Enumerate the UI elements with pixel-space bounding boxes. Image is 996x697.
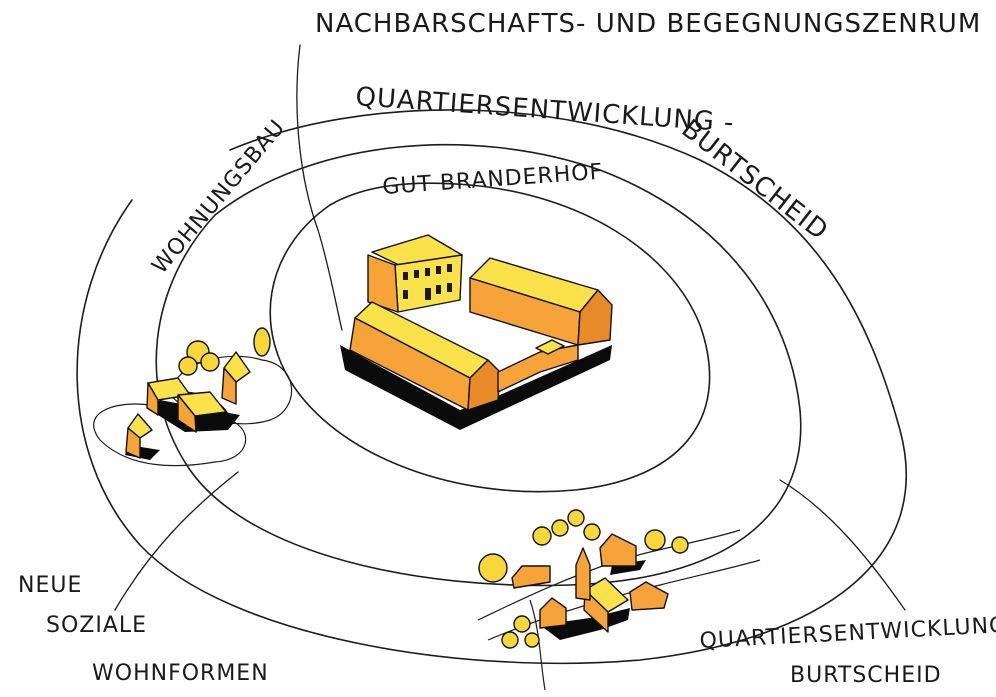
- diagram-labels: NACHBARSCHAFTS- UND BEGEGNUNGSZENRUM QUA…: [18, 9, 996, 688]
- house-r1: [539, 597, 567, 629]
- trees-left: [178, 327, 271, 376]
- label-right-bottom-2: BURTSCHEID: [790, 663, 942, 688]
- manor-house-windows: [403, 264, 452, 300]
- house-r2: [511, 565, 551, 589]
- label-left-bottom-3: WOHNFORMEN: [92, 661, 269, 686]
- leader-top-to-center: [296, 44, 343, 331]
- house-b-wall: [177, 394, 197, 433]
- gate-roof: [535, 339, 565, 355]
- label-right-bottom-1: QUARTIERSENTWICKLUNG: [699, 613, 996, 654]
- label-left-bottom-1: NEUE: [18, 573, 82, 598]
- road-c: [529, 599, 546, 691]
- housing-cluster-left: [93, 327, 293, 467]
- neighborhood-cluster-right: [477, 509, 761, 691]
- ring-middle: [155, 143, 802, 587]
- gate-wall: [497, 344, 579, 393]
- courtyard: [420, 312, 422, 314]
- house-r4: [629, 581, 669, 611]
- label-core: GUT BRANDERHOF: [382, 160, 604, 200]
- ring-inner: [269, 182, 711, 493]
- house-r3: [599, 533, 637, 567]
- east-barn-gable: [577, 289, 613, 346]
- leader-lines: [114, 44, 906, 611]
- label-inner-ring-left: WOHNUNGSBAU: [147, 115, 290, 279]
- label-top-center: NACHBARSCHAFTS- UND BEGEGNUNGSZENRUM: [315, 9, 981, 39]
- trees-right: [478, 509, 689, 649]
- label-left-bottom-2: SOZIALE: [46, 613, 147, 638]
- leader-right-bottom: [779, 479, 906, 611]
- cluster-right-shadow: [540, 560, 646, 640]
- church-tower: [575, 547, 591, 601]
- leader-left-bottom: [114, 471, 239, 611]
- manor-house-side: [367, 254, 399, 313]
- ring-outer: [76, 109, 907, 665]
- house-d-wall: [125, 427, 141, 459]
- gut-branderhof-farmstead: [340, 234, 613, 430]
- label-outer-ring-a: QUARTIERSENTWICKLUNG -: [355, 82, 736, 138]
- farmstead-shadow: [340, 345, 612, 430]
- cluster-left-shadow: [125, 400, 240, 460]
- house-a-wall: [146, 382, 159, 416]
- house-c-wall: [221, 367, 237, 405]
